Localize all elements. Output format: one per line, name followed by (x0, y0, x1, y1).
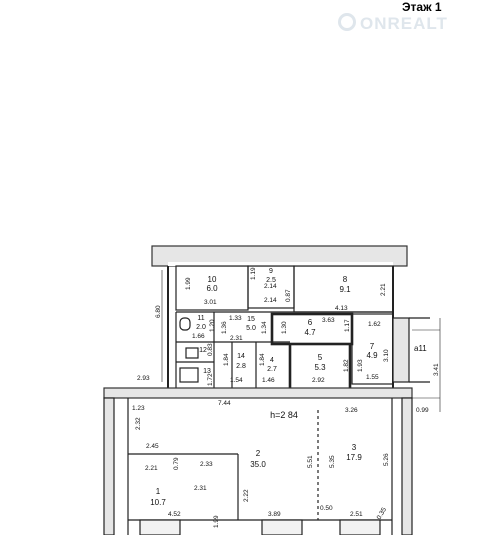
ceiling-height: h=2 84 (270, 410, 298, 420)
dimension-label: 7.44 (218, 400, 231, 407)
dimension-label: 2.14 (264, 283, 277, 290)
dimension-label: 1.20 (209, 319, 216, 332)
dimension-label: 1.36 (221, 321, 228, 334)
room-number: 1 (156, 487, 161, 496)
dimension-label: 1.19 (250, 267, 257, 280)
dimension-label: 1.99 (213, 515, 220, 528)
dimension-label: 1.62 (368, 321, 381, 328)
dimension-label: 5.35 (329, 455, 336, 468)
dimension-label: 2.22 (243, 489, 250, 502)
watermark-text: ONREALT (360, 14, 448, 33)
room-area: 6.0 (206, 284, 218, 293)
room-area: 2.5 (266, 277, 276, 284)
dimension-label: 2.33 (200, 461, 213, 468)
dimension-label: 0.87 (285, 289, 292, 302)
dimension-label: 0.79 (173, 457, 180, 470)
dimension-label: 5.26 (383, 453, 390, 466)
dimension-label: 2.31 (230, 335, 243, 342)
room-area: 2.0 (196, 324, 206, 331)
room-number: 13 (203, 368, 211, 375)
room-area: 2.8 (236, 363, 246, 370)
room-number: 5 (318, 353, 323, 362)
dimension-label: 1.17 (344, 319, 351, 332)
room-number: 14 (237, 353, 245, 360)
room-area: 2.7 (267, 366, 277, 373)
room-area: 9.1 (339, 285, 351, 294)
dimension-label: 3.63 (322, 317, 335, 324)
room-number: 9 (269, 268, 273, 275)
room-number: 7 (370, 342, 375, 351)
dimension-label: 4.13 (335, 305, 348, 312)
room-area: 5.0 (246, 325, 256, 332)
room-number: 10 (208, 275, 217, 284)
dimension-label: 2.21 (380, 283, 387, 296)
dimension-label: 0.35 (376, 506, 389, 521)
dimension-label: 2.92 (312, 377, 325, 384)
dimension-label: 5.51 (307, 455, 314, 468)
room-number: 11 (197, 315, 204, 322)
room-area: 4.9 (366, 351, 378, 360)
room-area: 35.0 (250, 460, 266, 469)
dimension-label: 1.23 (132, 405, 145, 412)
dimension-label: 1.33 (229, 315, 242, 322)
dimension-label: 1.54 (230, 377, 243, 384)
dimension-label: 3.89 (268, 511, 281, 518)
room-number: 15 (247, 316, 255, 323)
room-number: 4 (270, 357, 274, 364)
dimension-label: 1.84 (223, 353, 230, 366)
room-number: 8 (343, 275, 348, 284)
dimension-label: 1.66 (192, 333, 205, 340)
room-number: 2 (256, 449, 261, 458)
room-area: 4.7 (304, 328, 316, 337)
dimension-label: 2.32 (135, 417, 142, 430)
dimension-label: 3.01 (204, 299, 217, 306)
room-number: 6 (308, 318, 313, 327)
dimension-label: 2.93 (137, 375, 150, 382)
dimension-label: 1.84 (259, 353, 266, 366)
dimension-label: 2.45 (146, 443, 159, 450)
dimension-label: 1.82 (343, 359, 350, 372)
plan-walls (103, 245, 441, 535)
dimension-label: 1.99 (185, 277, 192, 290)
dimension-label: 3.10 (383, 349, 390, 362)
room-area: 10.7 (150, 498, 166, 507)
dimension-label: 1.34 (261, 321, 268, 334)
dimension-label: 1.30 (281, 321, 288, 334)
dimension-label: 1.72 (207, 373, 214, 386)
dimension-labels: 1.99 3.01 1.19 2.14 2.14 0.87 4.13 2.21 … (132, 267, 440, 528)
dimension-label: 1.93 (357, 359, 364, 372)
dimension-label: 1.46 (262, 377, 275, 384)
room-area: 5.3 (314, 363, 326, 372)
dimension-label: 2.51 (350, 511, 363, 518)
floor-title: Этаж 1 (402, 0, 442, 14)
dimension-label: 2.14 (264, 297, 277, 304)
dimension-label: 0.99 (416, 407, 429, 414)
dimension-label: 2.21 (145, 465, 158, 472)
dimension-label: 3.41 (433, 363, 440, 376)
dimension-label: 0.50 (320, 505, 333, 512)
room-area: 17.9 (346, 453, 362, 462)
watermark-logo-icon (338, 13, 356, 31)
room-number: 3 (352, 443, 357, 452)
dimension-label: 2.31 (194, 485, 207, 492)
dimension-label: 4.52 (168, 511, 181, 518)
dimension-label: 1.55 (366, 374, 379, 381)
dimension-label: 3.26 (345, 407, 358, 414)
room-number: 12 (199, 347, 207, 354)
dimension-label: a11 (414, 344, 427, 353)
dimension-label: 6.80 (155, 305, 162, 318)
dimension-label: 0.83 (207, 343, 214, 356)
